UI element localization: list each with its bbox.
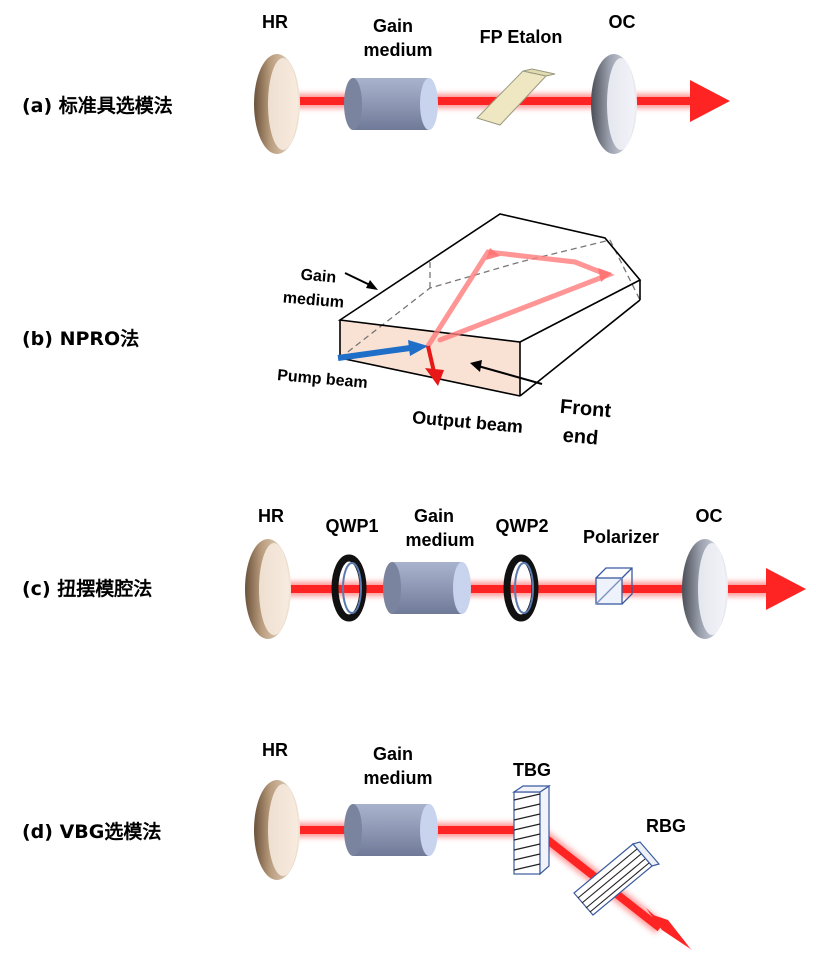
hr-mirror — [254, 780, 300, 880]
panel-b: (b) NPRO法 — [22, 213, 642, 450]
panel-c-caption: (c) 扭摆模腔法 — [22, 577, 152, 600]
hr-mirror — [245, 539, 291, 639]
gain-label-line2: medium — [363, 768, 432, 788]
fp-etalon — [476, 68, 556, 126]
internal-beam-path — [425, 249, 615, 349]
hr-label: HR — [258, 506, 284, 526]
oc-label: OC — [609, 12, 636, 32]
output-beam-arrow — [425, 368, 444, 386]
pump-beam — [337, 345, 411, 361]
rbg-grating — [573, 841, 661, 916]
polarizer-cube — [595, 567, 633, 605]
gain-label-line2: medium — [363, 40, 432, 60]
gain-pointer-line — [344, 272, 373, 287]
etalon-label: FP Etalon — [480, 27, 563, 47]
rbg-label: RBG — [646, 816, 686, 836]
panel-d-caption: (d) VBG选模法 — [22, 820, 161, 843]
output-arrow — [646, 908, 692, 950]
oc-mirror — [682, 539, 728, 639]
gain-medium — [344, 78, 438, 130]
hr-label: HR — [262, 12, 288, 32]
oc-mirror — [591, 54, 637, 154]
output-arrow — [690, 80, 730, 122]
qwp1-label: QWP1 — [325, 516, 378, 536]
gain-label-line1: Gain — [373, 744, 413, 764]
front-pointer-line — [477, 365, 543, 385]
qwp2-waveplate — [503, 554, 539, 622]
qwp2-label: QWP2 — [495, 516, 548, 536]
output-beam — [426, 345, 436, 373]
tbg-grating — [512, 784, 551, 876]
panel-b-caption: (b) NPRO法 — [22, 327, 139, 350]
polarizer-label: Polarizer — [583, 527, 659, 547]
oc-label: OC — [696, 506, 723, 526]
output-arrow — [766, 568, 806, 610]
front-pointer-head — [470, 360, 482, 372]
gain-medium — [383, 562, 471, 614]
npro-gain-label-line2: medium — [282, 289, 345, 311]
pump-arrow — [408, 340, 428, 356]
panel-d: (d) VBG选模法 — [22, 740, 692, 950]
panel-c: (c) 扭摆模腔法 — [22, 506, 806, 639]
tbg-label: TBG — [513, 760, 551, 780]
laser-beam — [270, 585, 770, 593]
hr-label: HR — [262, 740, 288, 760]
front-end-label-line1: Front — [559, 396, 612, 422]
gain-label-line2: medium — [405, 530, 474, 550]
panel-a: (a) 标准具选模法 HR Gain medium FP Etalo — [22, 12, 730, 154]
hr-mirror — [254, 54, 300, 154]
front-end-label-line2: end — [562, 425, 599, 450]
pump-beam-label: Pump beam — [276, 367, 368, 392]
output-beam-label: Output beam — [411, 407, 523, 437]
gain-label-line1: Gain — [373, 16, 413, 36]
internal-arrow-2 — [598, 268, 612, 282]
qwp1-waveplate — [331, 554, 367, 622]
gain-medium — [344, 804, 438, 856]
laser-beam — [278, 97, 693, 105]
gain-pointer-head — [366, 280, 378, 290]
gain-label-line1: Gain — [414, 506, 454, 526]
panel-a-caption: (a) 标准具选模法 — [22, 94, 173, 117]
internal-arrow-1 — [486, 248, 500, 260]
npro-gain-label-line1: Gain — [300, 266, 337, 286]
